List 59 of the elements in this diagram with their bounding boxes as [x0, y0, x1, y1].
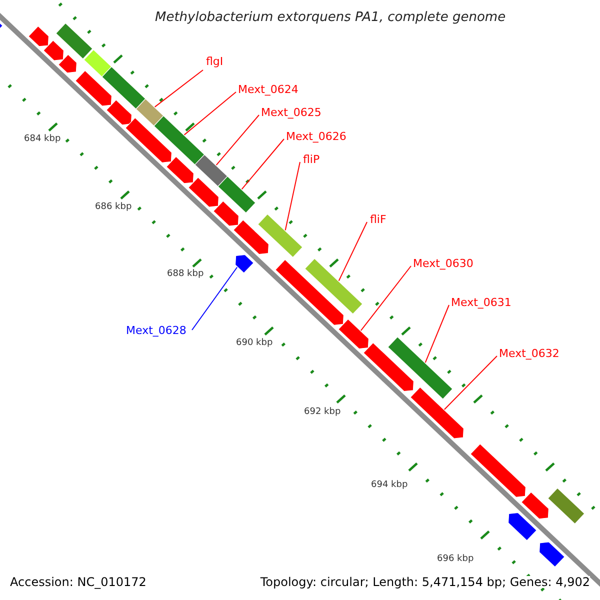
gene-block	[338, 318, 369, 350]
accession-text: Accession: NC_010172	[10, 576, 146, 588]
leader-line	[216, 114, 260, 166]
gene-label: Mext_0632	[499, 348, 560, 359]
leader-line	[360, 266, 412, 332]
feature-bar	[257, 214, 303, 258]
gene-block	[28, 26, 49, 47]
tick-label: 692 kbp	[304, 408, 341, 417]
gene-block	[58, 54, 77, 74]
gene-block	[106, 99, 132, 126]
leader-line	[184, 92, 236, 136]
gene-block	[274, 259, 344, 326]
leader-line	[444, 356, 498, 410]
feature-bar	[55, 22, 93, 60]
gene-block	[188, 176, 219, 208]
gene-block	[166, 156, 194, 184]
title: Methylobacterium extorquens PA1, complete genome	[155, 11, 506, 24]
gene-block	[470, 443, 526, 498]
feature-bar	[135, 98, 164, 126]
tick-label: 686 kbp	[95, 203, 132, 212]
feature-bar	[101, 66, 146, 110]
gene-block	[232, 219, 269, 255]
tick-label: 696 kbp	[437, 555, 474, 564]
leader-line	[154, 70, 204, 108]
leader-line	[424, 304, 450, 364]
gene-label: Mext_0630	[413, 258, 474, 269]
genome-info-text: Topology: circular; Length: 5,471,154 bp; Genes: 4,902	[260, 576, 590, 588]
feature-bar	[217, 176, 256, 214]
gene-block	[362, 342, 414, 392]
gene-block	[124, 117, 172, 164]
feature-bar	[83, 49, 112, 78]
leader-line	[284, 162, 300, 231]
tick-label: 694 kbp	[371, 481, 408, 490]
feature-bar	[194, 154, 228, 187]
gene-block	[410, 386, 464, 439]
gene-label: flgI	[206, 56, 224, 67]
gene-label: Mext_0626	[286, 131, 346, 142]
gene-label: fliP	[303, 154, 320, 165]
gene-label: Mext_0628	[126, 325, 186, 336]
tick-label: 690 kbp	[236, 339, 273, 348]
gene-block	[212, 200, 239, 226]
tick-label: 688 kbp	[167, 270, 204, 279]
gene-label: Mext_0625	[261, 107, 322, 118]
gene-block	[539, 542, 566, 568]
tick-label: 684 kbp	[24, 135, 61, 144]
gene-label: Mext_0631	[451, 297, 512, 308]
leader-line	[338, 222, 368, 282]
feature-bar	[153, 115, 205, 166]
gene-label: Mext_0624	[238, 84, 298, 95]
leader-line	[241, 138, 284, 190]
gene-block	[42, 40, 64, 61]
feature-bar	[387, 336, 453, 400]
gene-block	[508, 512, 538, 541]
gene-block	[520, 492, 549, 520]
gene-block	[74, 70, 112, 106]
leader-line	[192, 266, 238, 330]
feature-bar	[547, 488, 585, 524]
gene-label: fliF	[370, 214, 386, 225]
feature-bar	[304, 258, 363, 314]
